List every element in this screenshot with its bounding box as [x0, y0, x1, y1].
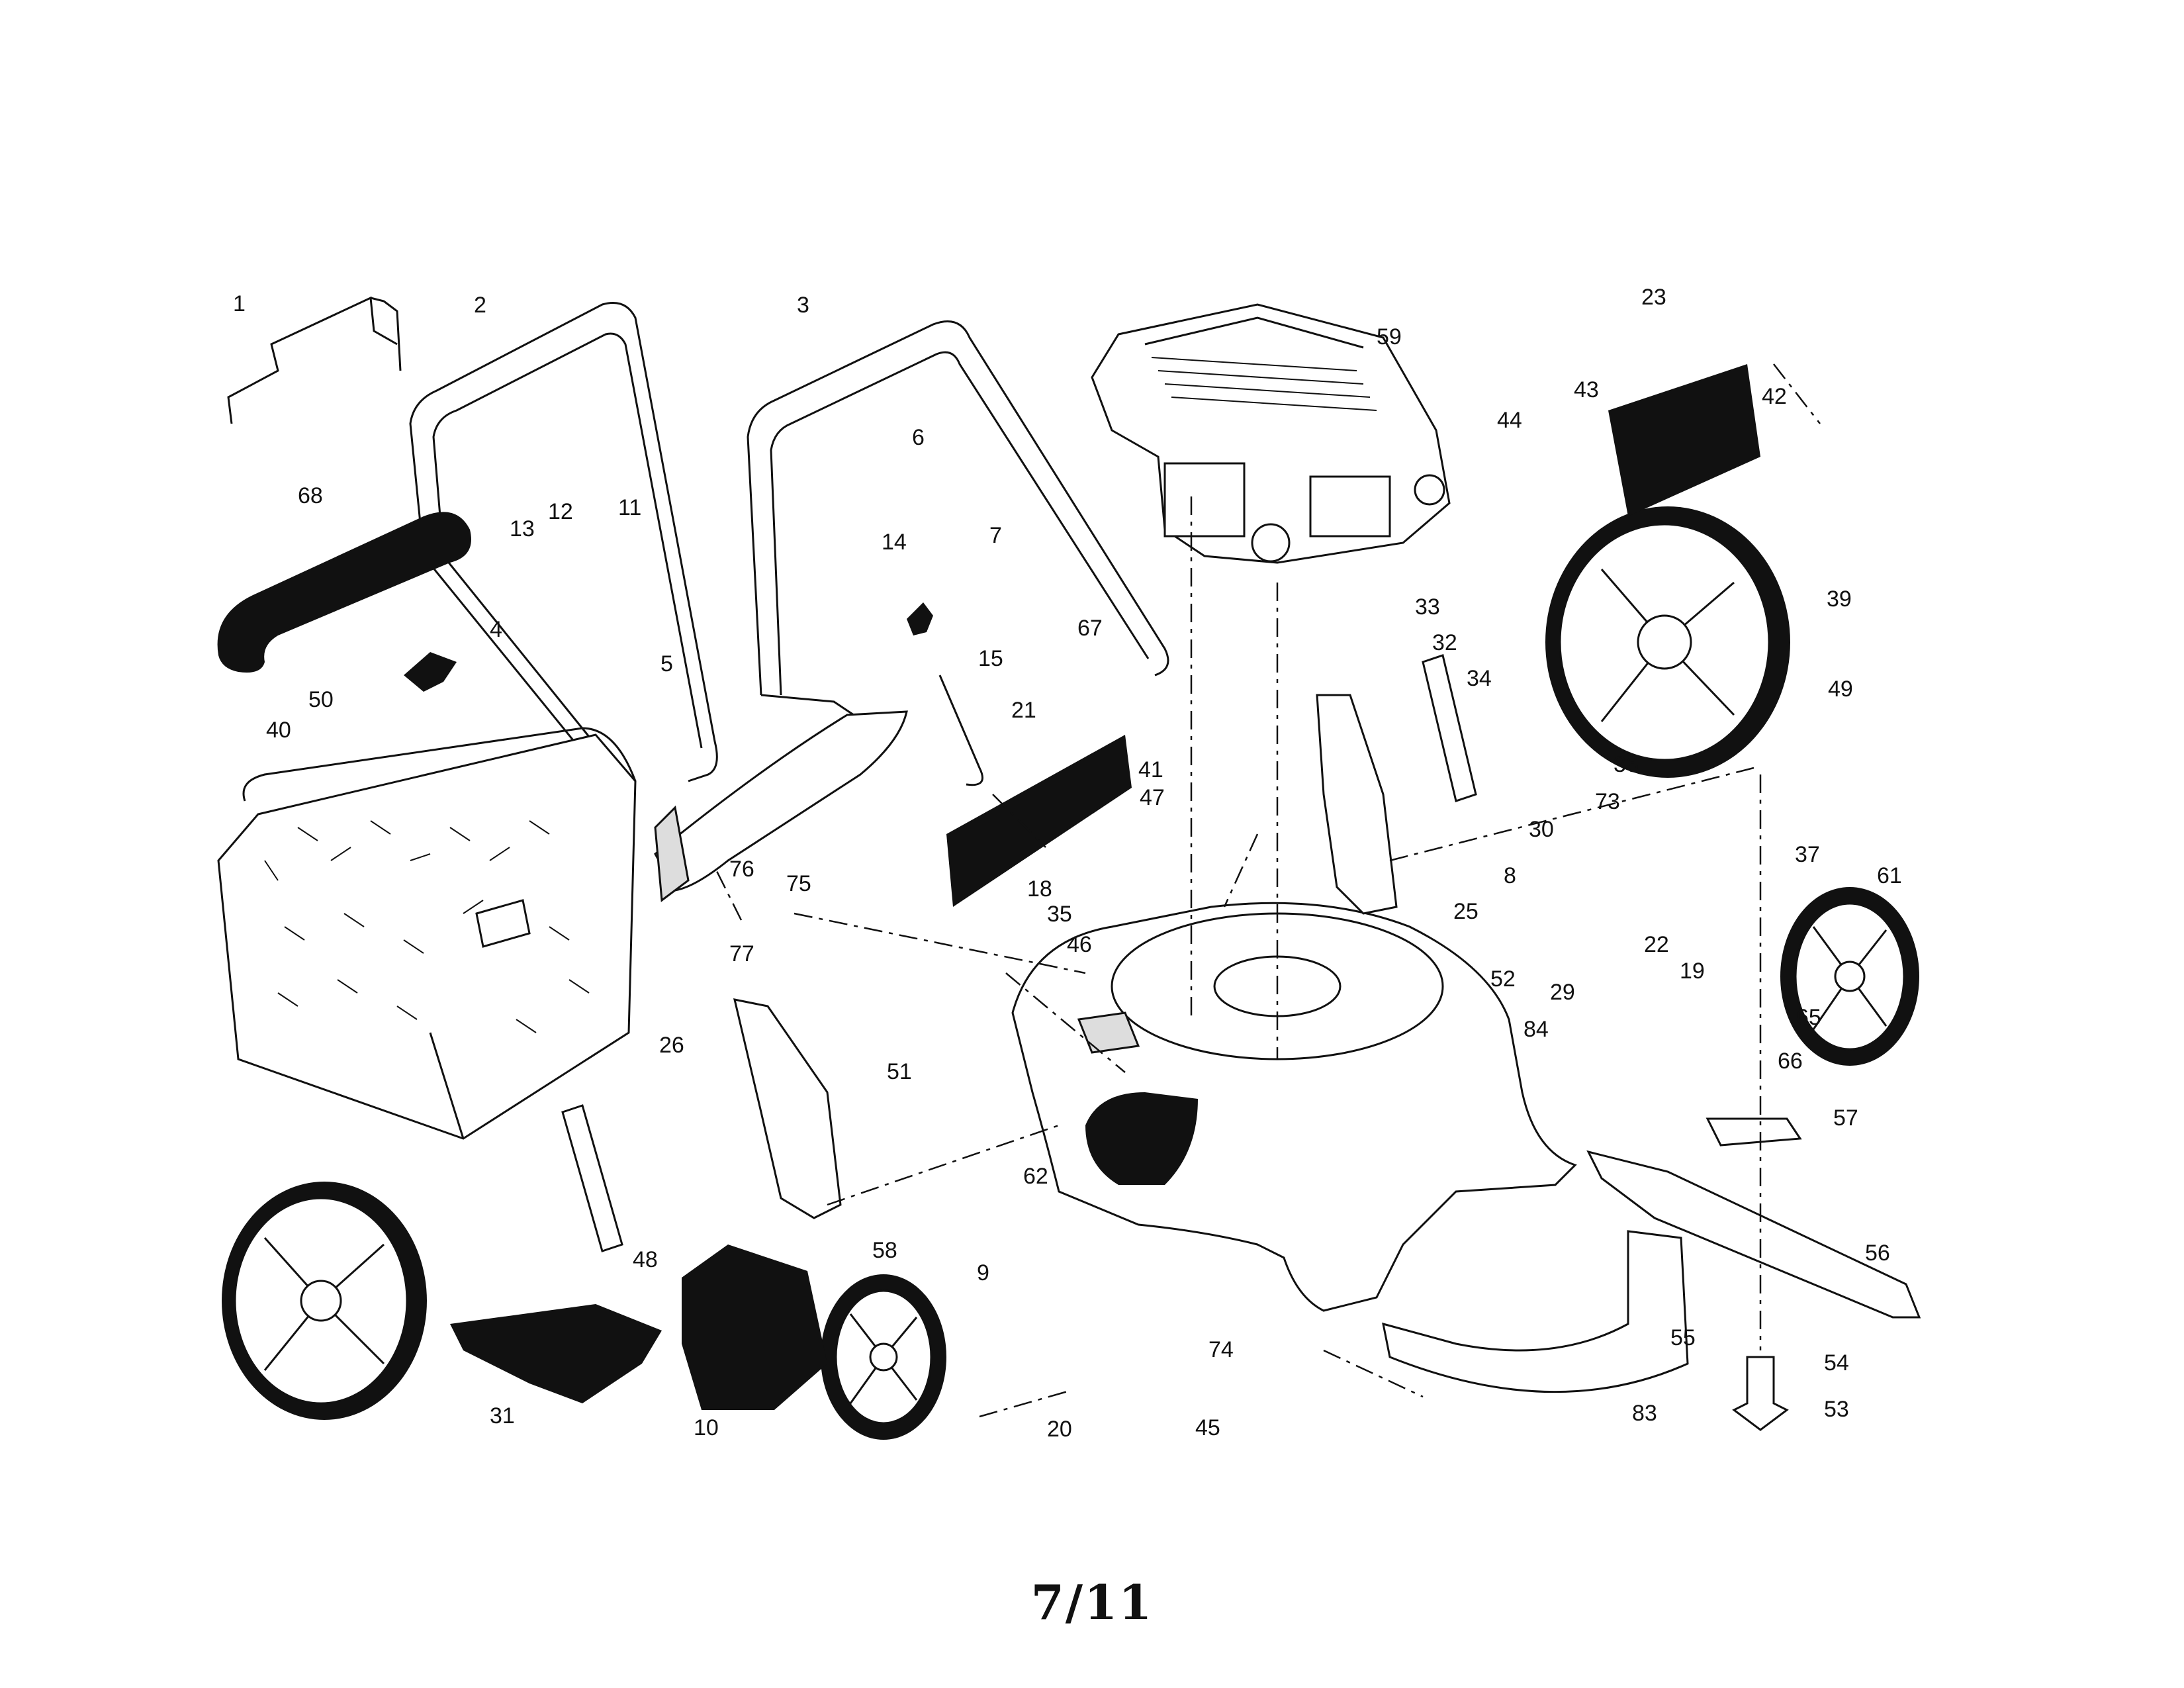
rear-wheel-right-part — [1545, 506, 1790, 778]
callout-74: 74 — [1208, 1337, 1234, 1362]
callout-53: 53 — [1824, 1397, 1849, 1422]
callout-18: 18 — [1027, 876, 1052, 902]
callout-23: 23 — [1641, 285, 1666, 310]
callout-22: 22 — [1644, 932, 1669, 957]
blade-adapter-part — [1706, 1117, 1802, 1147]
callout-50: 50 — [308, 687, 334, 712]
callout-52: 52 — [1490, 966, 1516, 992]
callout-51: 51 — [887, 1059, 912, 1084]
rear-flap-part — [946, 735, 1132, 907]
callout-57: 57 — [1833, 1105, 1858, 1131]
callout-55: 55 — [1670, 1325, 1696, 1350]
callout-58: 58 — [872, 1238, 897, 1263]
callout-77: 77 — [729, 941, 754, 966]
callout-4: 4 — [490, 617, 502, 642]
callout-76: 76 — [729, 857, 754, 882]
callout-3: 3 — [797, 293, 809, 318]
callout-59: 59 — [1377, 324, 1402, 350]
callout-6: 6 — [912, 425, 925, 450]
rear-flap-part — [1608, 364, 1760, 516]
callout-47: 47 — [1140, 785, 1165, 810]
assembly-lines — [713, 363, 1821, 1418]
callout-33: 33 — [1415, 594, 1440, 620]
callout-8: 8 — [1504, 863, 1516, 888]
callout-30: 30 — [1529, 817, 1554, 842]
blade-bolt-part — [1732, 1356, 1789, 1431]
page-number: 7/11 — [1030, 1574, 1154, 1630]
callout-32: 32 — [1432, 630, 1457, 655]
callout-44: 44 — [1497, 408, 1522, 433]
rear-wheel-left-part — [222, 1182, 427, 1420]
mulch-plug-part — [682, 1244, 827, 1410]
callout-37: 37 — [1795, 842, 1820, 867]
callout-20: 20 — [1047, 1417, 1072, 1442]
callout-34: 34 — [1467, 666, 1492, 691]
callout-15: 15 — [978, 646, 1003, 671]
callout-9: 9 — [977, 1260, 989, 1286]
callout-62: 62 — [1023, 1164, 1048, 1189]
callout-12: 12 — [548, 499, 573, 524]
front-wheel-left-part — [821, 1274, 946, 1440]
callout-42: 42 — [1762, 384, 1787, 409]
callout-46: 46 — [1067, 932, 1092, 957]
upper-handle-part — [227, 296, 402, 424]
mower-deck-part — [1011, 902, 1577, 1312]
callout-45: 45 — [1195, 1415, 1220, 1440]
adjuster-lever-part — [1422, 654, 1477, 802]
callout-49: 49 — [1828, 677, 1853, 702]
blade-part — [1586, 1150, 1921, 1319]
callout-31: 31 — [490, 1403, 515, 1429]
callout-68: 68 — [298, 483, 323, 508]
callout-labels: 1 2 3 4 5 6 7 8 9 10 11 12 13 14 15 18 1… — [233, 285, 1902, 1442]
callout-84: 84 — [1524, 1017, 1549, 1042]
callout-40: 40 — [266, 718, 291, 743]
discharge-chute-part — [654, 710, 908, 892]
callout-54: 54 — [1824, 1350, 1849, 1376]
callout-5: 5 — [660, 651, 673, 677]
callout-83: 83 — [1632, 1401, 1657, 1426]
chute-bracket-part — [654, 805, 690, 902]
side-discharge-part — [450, 1304, 662, 1403]
height-adjuster-part — [733, 998, 842, 1219]
engine-part — [1091, 303, 1451, 564]
callout-39: 39 — [1827, 586, 1852, 612]
callout-19: 19 — [1680, 959, 1705, 984]
height-adjuster-part — [1316, 694, 1398, 915]
callout-21: 21 — [1011, 698, 1036, 723]
callout-66: 66 — [1778, 1049, 1803, 1074]
callout-26: 26 — [659, 1033, 684, 1058]
callout-56: 56 — [1865, 1241, 1890, 1266]
callout-61: 61 — [1877, 863, 1902, 888]
callout-11: 11 — [618, 495, 641, 520]
knob-part — [404, 652, 457, 692]
callout-25: 25 — [1453, 899, 1479, 924]
callout-43: 43 — [1574, 377, 1599, 402]
knob-part — [907, 602, 933, 635]
callout-75: 75 — [786, 871, 811, 896]
adjuster-lever-part — [561, 1104, 623, 1252]
callout-13: 13 — [510, 516, 535, 541]
baffle-part — [1382, 1230, 1689, 1393]
callout-7: 7 — [989, 523, 1002, 548]
handle-grip-part — [217, 512, 471, 673]
callout-14: 14 — [882, 530, 907, 555]
callout-65: 65 — [1796, 1005, 1821, 1030]
front-wheel-right-part — [1780, 887, 1919, 1066]
callout-48: 48 — [633, 1247, 658, 1272]
callout-29: 29 — [1550, 980, 1575, 1005]
callout-36: 36 — [1614, 752, 1639, 777]
callout-41: 41 — [1138, 757, 1163, 782]
callout-67: 67 — [1077, 616, 1103, 641]
grass-bag-part — [217, 727, 637, 1140]
callout-10: 10 — [694, 1415, 719, 1440]
callout-2: 2 — [474, 293, 486, 318]
callout-1: 1 — [233, 291, 246, 316]
callout-73: 73 — [1595, 789, 1620, 814]
callout-35: 35 — [1047, 902, 1072, 927]
handle-frame-3 — [747, 320, 1169, 786]
